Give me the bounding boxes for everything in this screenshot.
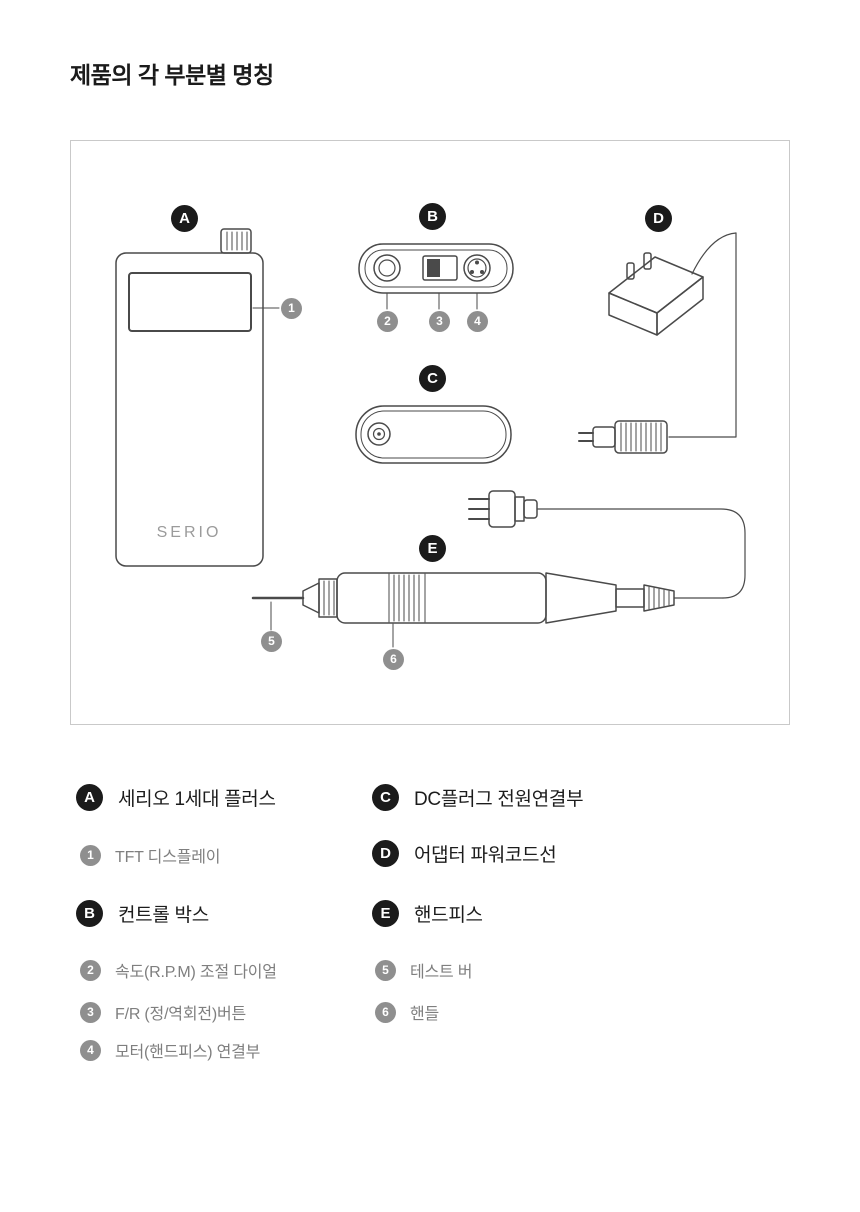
legend-label-E: 핸드피스	[414, 905, 483, 926]
legend-item-5: 5 테스트 버	[375, 958, 473, 982]
legend-badge-2: 2	[80, 959, 101, 981]
legend-item-6: 6 핸들	[375, 1000, 439, 1024]
legend-badge-3: 3	[80, 1001, 101, 1023]
diagram-badge-3: 3	[429, 311, 450, 332]
legend-item-2: 2 속도(R.P.M) 조절 다이얼	[80, 958, 277, 982]
legend-item-3: 3 F/R (정/역회전)버튼	[80, 1000, 246, 1024]
legend-item-4: 4 모터(핸드피스) 연결부	[80, 1038, 260, 1062]
device-brand-label: SERIO	[156, 524, 222, 541]
legend-badge-C: C	[372, 784, 399, 811]
diagram-badge-A: A	[171, 205, 198, 232]
dc-plug-port-drawing	[355, 405, 512, 464]
page-title: 제품의 각 부분별 명칭	[70, 62, 274, 88]
legend-label-1: TFT 디스플레이	[115, 849, 221, 866]
legend-label-B: 컨트롤 박스	[118, 905, 209, 926]
parts-diagram-line-art	[115, 228, 746, 648]
legend-label-C: DC플러그 전원연결부	[414, 789, 584, 810]
legend-badge-A: A	[76, 784, 103, 811]
diagram-badge-D: D	[645, 205, 672, 232]
legend-badge-1: 1	[80, 844, 101, 866]
legend-badge-6: 6	[375, 1001, 396, 1023]
handpiece-plug-drawing	[468, 490, 746, 599]
diagram-badge-C: C	[419, 365, 446, 392]
legend-label-2: 속도(R.P.M) 조절 다이얼	[115, 964, 277, 981]
legend-badge-D: D	[372, 840, 399, 867]
legend-badge-E: E	[372, 900, 399, 927]
legend-item-B: B 컨트롤 박스	[76, 900, 209, 927]
legend-label-D: 어댑터 파워코드선	[414, 845, 557, 866]
diagram-badge-2: 2	[377, 311, 398, 332]
control-box-top-drawing	[358, 243, 514, 310]
dc-plug-drawing	[578, 420, 668, 454]
legend-label-A: 세리오 1세대 플러스	[118, 789, 276, 810]
legend-label-4: 모터(핸드피스) 연결부	[115, 1044, 261, 1061]
legend-badge-B: B	[76, 900, 103, 927]
legend-item-E: E 핸드피스	[372, 900, 483, 927]
legend-label-6: 핸들	[410, 1006, 440, 1023]
legend-item-C: C DC플러그 전원연결부	[372, 784, 584, 811]
parts-diagram-panel: SERIO A B C D E 1 2 3 4 5 6	[70, 140, 790, 725]
legend-item-1: 1 TFT 디스플레이	[80, 843, 220, 867]
diagram-badge-5: 5	[261, 631, 282, 652]
diagram-badge-E: E	[419, 535, 446, 562]
diagram-badge-B: B	[419, 203, 446, 230]
diagram-badge-4: 4	[467, 311, 488, 332]
adapter-drawing	[608, 232, 737, 438]
handpiece-drawing	[251, 572, 724, 648]
diagram-badge-6: 6	[383, 649, 404, 670]
diagram-badge-1: 1	[281, 298, 302, 319]
legend-item-A: A 세리오 1세대 플러스	[76, 784, 276, 811]
legend-label-5: 테스트 버	[410, 964, 473, 981]
legend-badge-5: 5	[375, 959, 396, 981]
legend-badge-4: 4	[80, 1039, 101, 1061]
legend-item-D: D 어댑터 파워코드선	[372, 840, 557, 867]
main-unit-drawing	[115, 228, 280, 567]
legend-label-3: F/R (정/역회전)버튼	[115, 1006, 247, 1023]
